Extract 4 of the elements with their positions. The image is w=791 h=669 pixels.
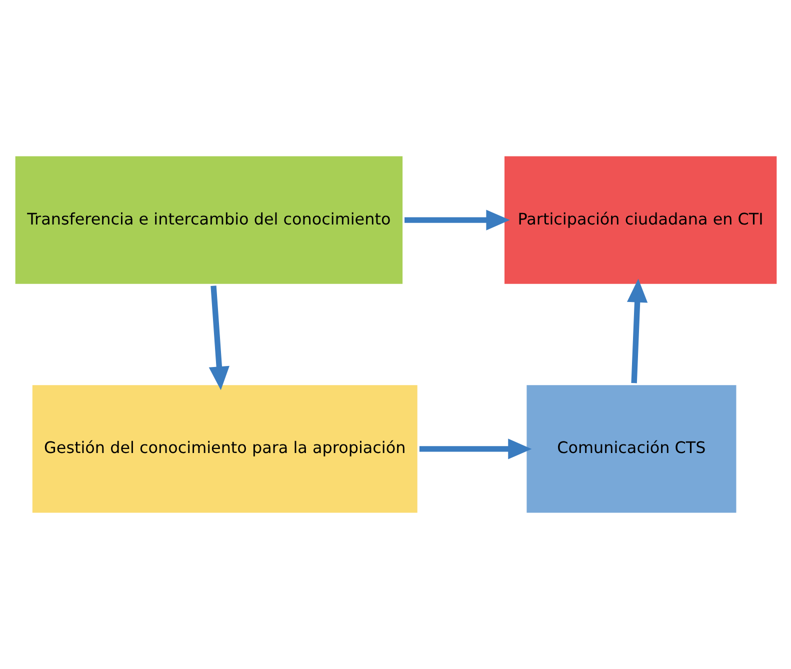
arrow — [418, 438, 532, 460]
arrow — [404, 210, 510, 230]
arrow — [626, 278, 648, 384]
arrow — [208, 286, 229, 390]
